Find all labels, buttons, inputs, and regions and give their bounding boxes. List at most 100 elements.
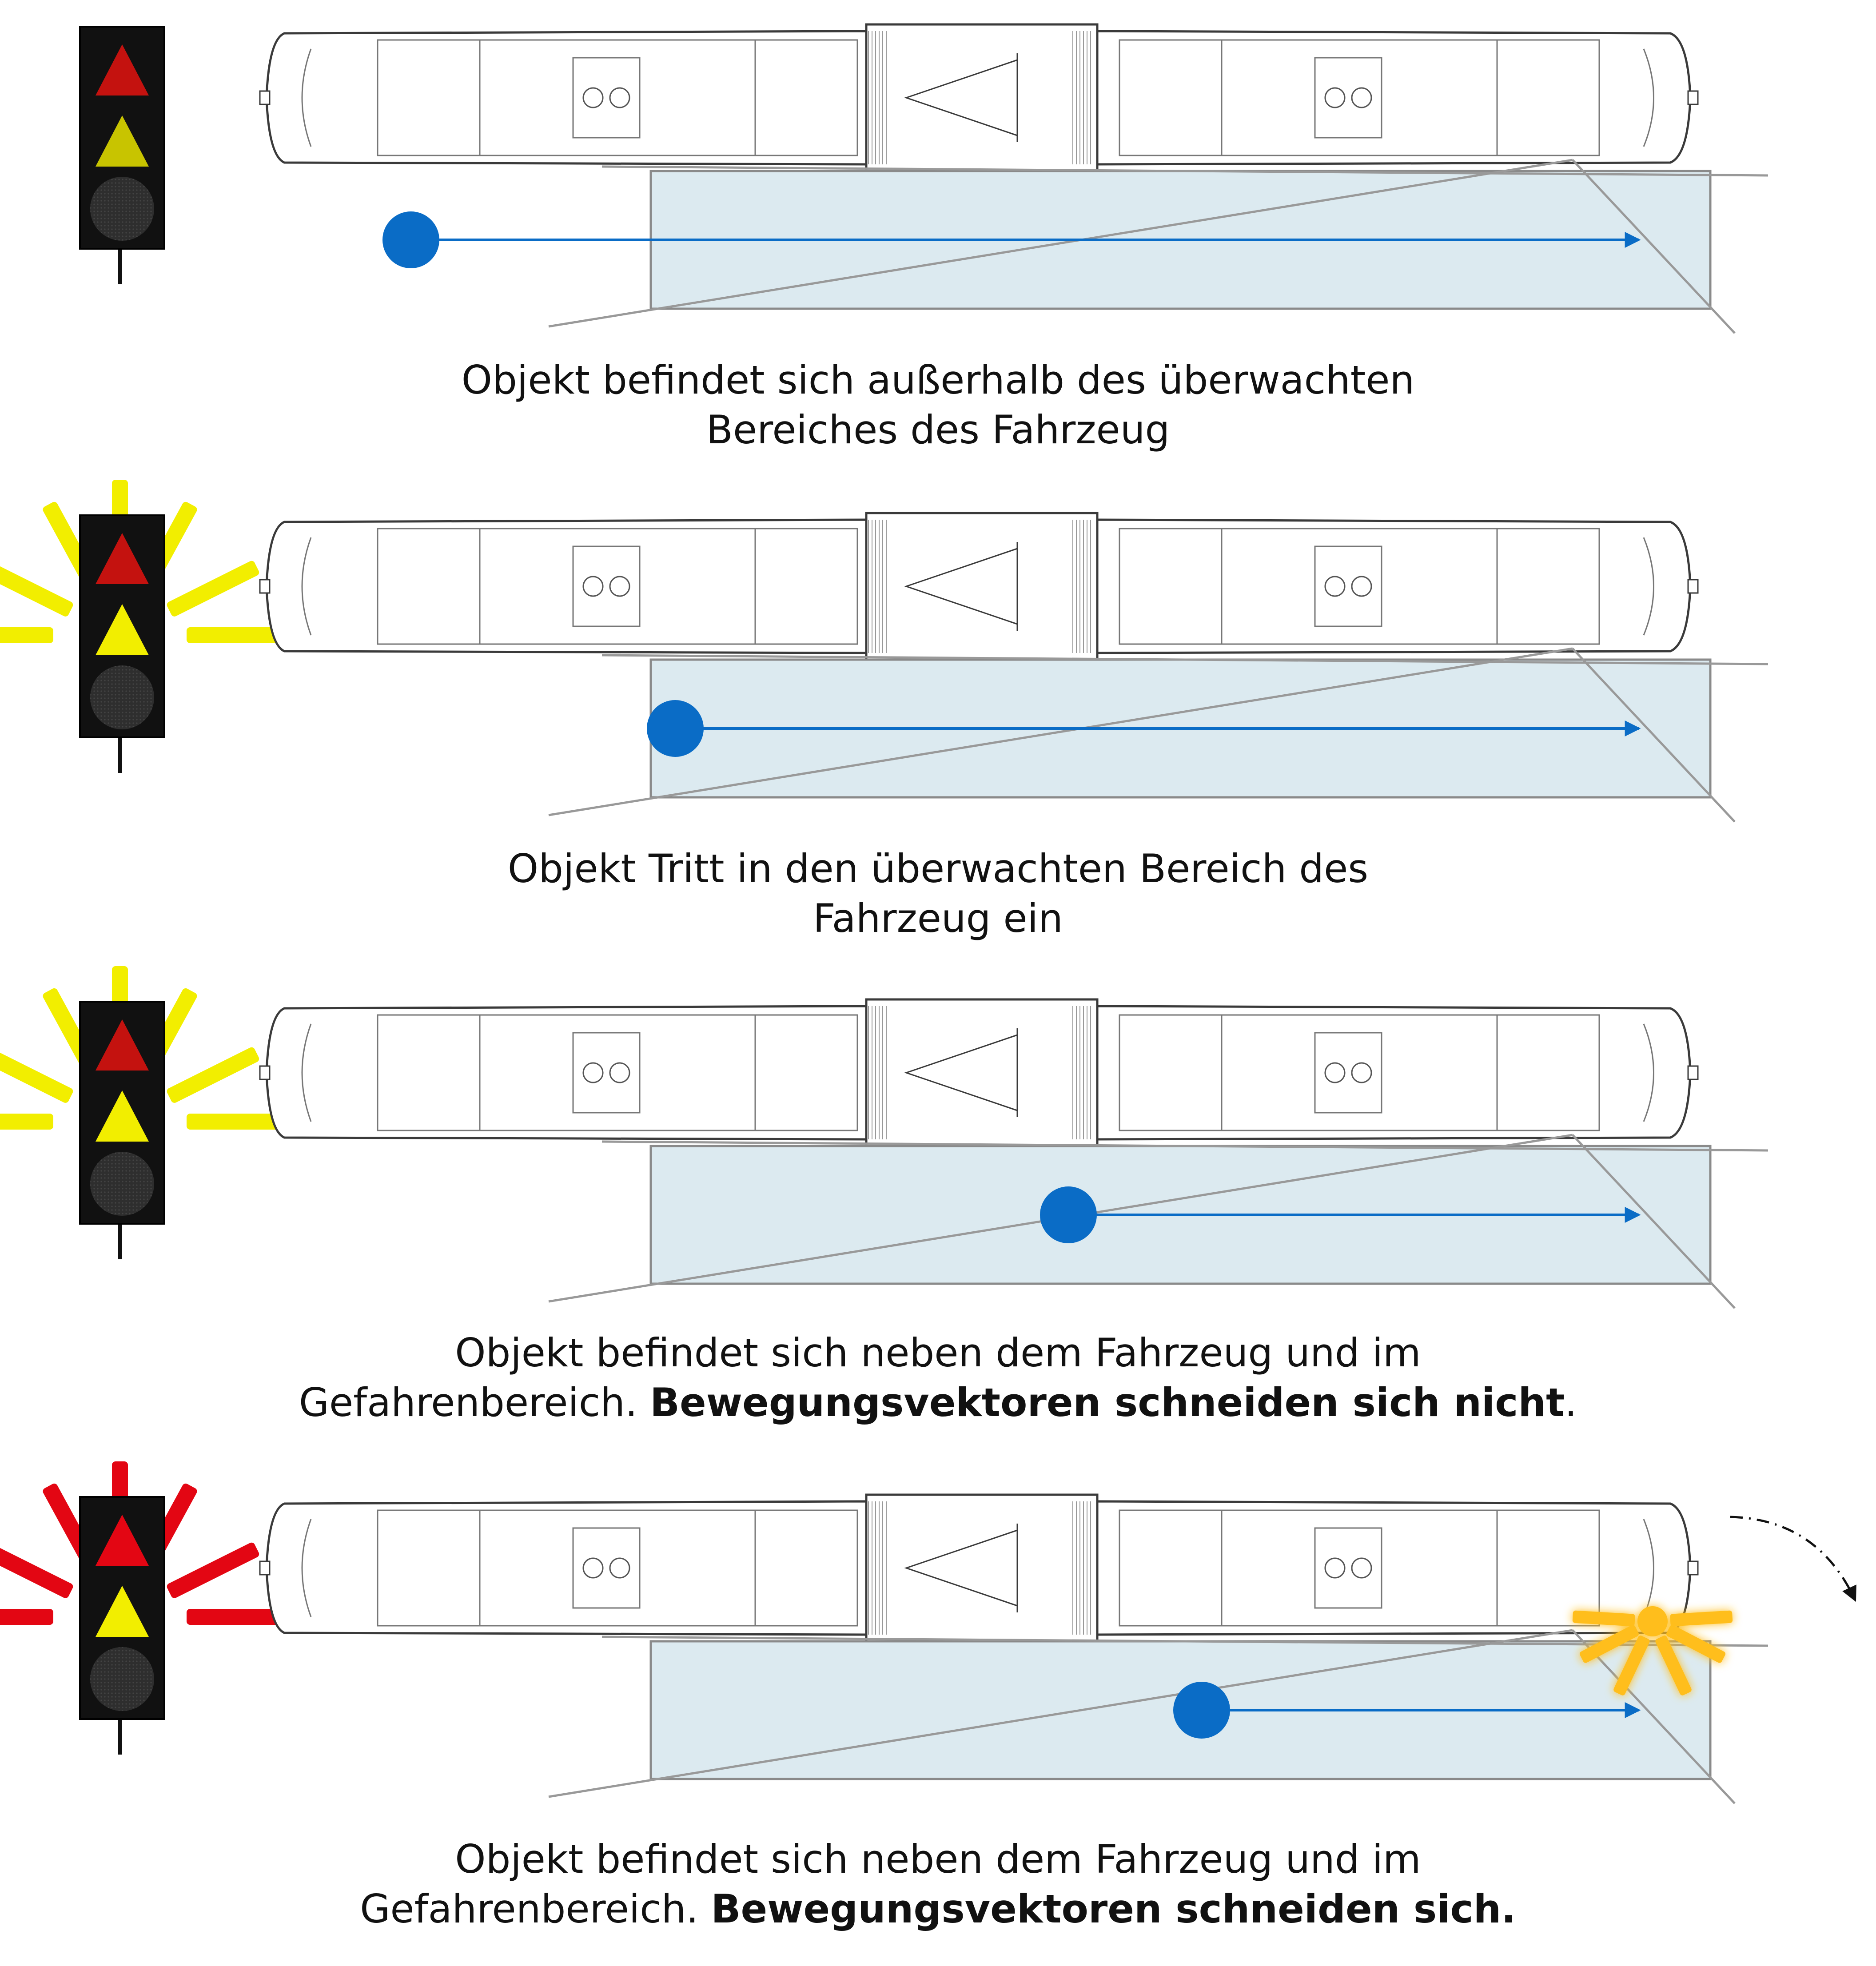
tram-car-right bbox=[1096, 1005, 1692, 1141]
tram-seat-block bbox=[572, 1527, 641, 1609]
signal-burst-ray bbox=[0, 627, 53, 643]
tram-cab-left bbox=[301, 537, 312, 636]
tram-coupler-left bbox=[259, 1560, 271, 1576]
signal-red-light bbox=[96, 1515, 149, 1566]
tram-seat-circle bbox=[1324, 1557, 1346, 1579]
signal-burst-ray-bar bbox=[0, 561, 73, 617]
tram-interior-box bbox=[1119, 1509, 1600, 1627]
tram-joint-module bbox=[865, 512, 1099, 661]
tram-car-left bbox=[265, 1500, 868, 1636]
tram-joint-module bbox=[865, 998, 1099, 1147]
object-marker bbox=[382, 211, 439, 268]
signal-yellow-light bbox=[96, 1586, 149, 1637]
zone-boundary-line-top bbox=[601, 1636, 1768, 1647]
tram-car-right bbox=[1096, 30, 1692, 166]
signal-burst-ray-bar bbox=[187, 1609, 284, 1625]
caption-panel-3: Objekt befindet sich neben dem Fahrzeug … bbox=[0, 1328, 1876, 1428]
zone-boundary-line-diagonal bbox=[1572, 1629, 1736, 1804]
tram-seat-block bbox=[1314, 545, 1382, 627]
caption-4-normal: Gefahrenbereich. bbox=[360, 1886, 711, 1932]
tram-interior-box bbox=[1119, 528, 1600, 645]
signal-burst-ray-bar bbox=[167, 1542, 259, 1598]
tram-cab-right bbox=[1643, 1519, 1654, 1617]
collision-ray bbox=[1613, 1636, 1650, 1695]
tram-seat-block bbox=[1314, 57, 1382, 139]
panels-root bbox=[0, 23, 1856, 1804]
zone-boundary-line-top bbox=[601, 165, 1768, 177]
caption-2-line-1: Objekt Tritt in den überwachten Bereich … bbox=[507, 846, 1369, 891]
tram-coupler-left bbox=[259, 90, 271, 105]
signal-red-light bbox=[96, 1019, 149, 1071]
zone-boundary-line-top bbox=[601, 654, 1768, 665]
panel-outside bbox=[79, 23, 1768, 334]
caption-panel-1: Objekt befindet sich außerhalb des überw… bbox=[0, 355, 1876, 455]
tram-interior-box bbox=[1119, 39, 1600, 156]
caption-3-bold: Bewegungsvektoren schneiden sich nicht bbox=[649, 1380, 1565, 1425]
tram-seat-circle bbox=[1324, 87, 1346, 108]
signal-yellow-light bbox=[96, 1090, 149, 1142]
tram-seat-circle bbox=[582, 1557, 604, 1579]
tram-cab-left bbox=[301, 1519, 312, 1617]
tram-seat-circle bbox=[1351, 1557, 1372, 1579]
zone-boundary-line-diagonal bbox=[1572, 1134, 1736, 1309]
tram-cab-left bbox=[301, 1023, 312, 1122]
signal-burst-ray-bar bbox=[0, 627, 53, 643]
tram-interior-box bbox=[377, 1509, 858, 1627]
collision-ray bbox=[1580, 1625, 1639, 1663]
tram-seat-circle bbox=[1351, 1062, 1372, 1083]
tram-seat-block bbox=[1314, 1032, 1382, 1114]
tram-seat-circle bbox=[582, 87, 604, 108]
signal-burst-ray bbox=[0, 561, 73, 617]
signal-burst-ray bbox=[167, 1542, 259, 1598]
caption-4-line-1: Objekt befindet sich neben dem Fahrzeug … bbox=[455, 1836, 1421, 1882]
tram-coupler-right bbox=[1687, 1065, 1699, 1080]
signal-burst-ray bbox=[0, 1114, 53, 1130]
panel-entering bbox=[0, 480, 1768, 823]
tram-seat-circle bbox=[582, 1062, 604, 1083]
signal-burst-ray-bar bbox=[0, 1542, 73, 1598]
caption-panel-2: Objekt Tritt in den überwachten Bereich … bbox=[0, 844, 1876, 943]
collision-ray bbox=[1670, 1610, 1733, 1627]
collision-point bbox=[1637, 1606, 1668, 1636]
tram-seat-block bbox=[572, 1032, 641, 1114]
caption-3-tail: . bbox=[1565, 1380, 1577, 1425]
tram-cab-right bbox=[1643, 48, 1654, 147]
signal-green-light-off bbox=[90, 665, 154, 729]
signal-burst-ray-bar bbox=[167, 1047, 259, 1103]
caption-1-line-1: Objekt befindet sich außerhalb des überw… bbox=[461, 357, 1415, 403]
tram-cab-right bbox=[1643, 537, 1654, 636]
tram-cab-left bbox=[301, 48, 312, 147]
collision-ray-bar bbox=[1655, 1636, 1692, 1695]
tram-seat-block bbox=[572, 57, 641, 139]
tram-seat-block bbox=[1314, 1527, 1382, 1609]
tram-interior-box bbox=[1119, 1014, 1600, 1131]
tram-seat-circle bbox=[609, 87, 630, 108]
zone-boundary-line-top bbox=[601, 1140, 1768, 1152]
tram-car-right bbox=[1096, 518, 1692, 654]
signal-yellow-light bbox=[96, 604, 149, 655]
collision-ray-bar bbox=[1666, 1625, 1725, 1663]
caption-3-line-2: Gefahrenbereich. Bewegungsvektoren schne… bbox=[0, 1378, 1876, 1428]
tram-coupler-right bbox=[1687, 90, 1699, 105]
signal-burst-ray-bar bbox=[0, 1609, 53, 1625]
collision-warning-icon bbox=[1572, 1606, 1733, 1695]
caption-3-normal: Gefahrenbereich. bbox=[299, 1380, 650, 1425]
caption-3-line-1: Objekt befindet sich neben dem Fahrzeug … bbox=[455, 1330, 1421, 1376]
tram-vector-line bbox=[548, 647, 1573, 816]
tram-coupler-left bbox=[259, 1065, 271, 1080]
tram-seat-circle bbox=[1351, 87, 1372, 108]
caption-4-line-2: Gefahrenbereich. Bewegungsvektoren schne… bbox=[0, 1884, 1876, 1934]
tram-joint-module bbox=[865, 23, 1099, 172]
collision-ray-bar bbox=[1580, 1625, 1639, 1663]
signal-green-light-off bbox=[90, 1152, 154, 1216]
object-marker bbox=[1040, 1186, 1097, 1243]
tram-coupler-right bbox=[1687, 1560, 1699, 1576]
tram-car-left bbox=[265, 1005, 868, 1141]
tram-interior-box bbox=[377, 39, 858, 156]
tram-vector-line bbox=[548, 1629, 1573, 1798]
caption-4-bold: Bewegungsvektoren schneiden sich. bbox=[711, 1886, 1516, 1932]
signal-burst-ray bbox=[167, 1047, 259, 1103]
tram-seat-circle bbox=[582, 576, 604, 597]
collision-ray-bar bbox=[1670, 1610, 1733, 1627]
